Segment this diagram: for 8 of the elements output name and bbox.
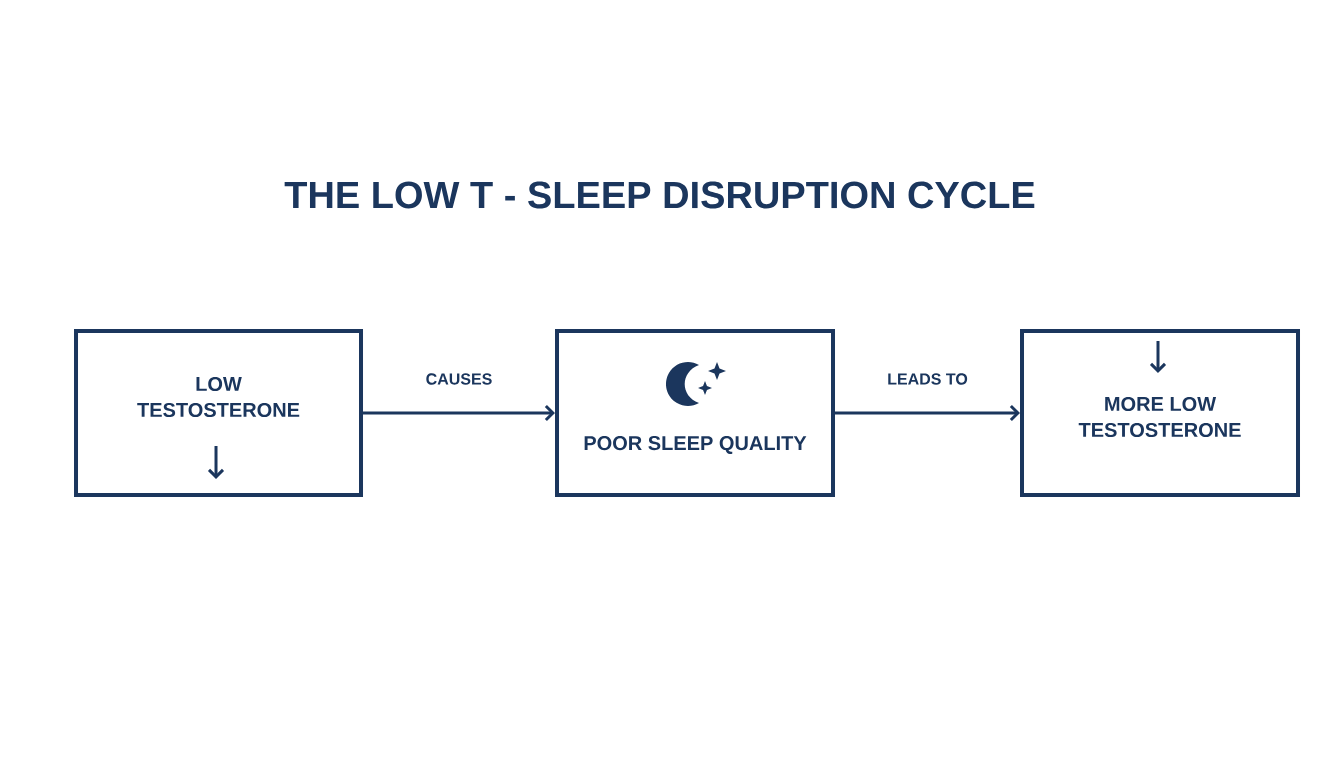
process-box: MORE LOW TESTOSTERONE <box>1020 329 1300 497</box>
process-box: LOW TESTOSTERONE <box>74 329 363 497</box>
edge-label: CAUSES <box>423 371 495 387</box>
process-box: POOR SLEEP QUALITY <box>555 329 835 497</box>
arrow <box>835 404 1020 422</box>
edge-label: LEADS TO <box>885 371 970 387</box>
arrow <box>363 404 555 422</box>
title: THE LOW T - SLEEP DISRUPTION CYCLE <box>284 181 1035 209</box>
